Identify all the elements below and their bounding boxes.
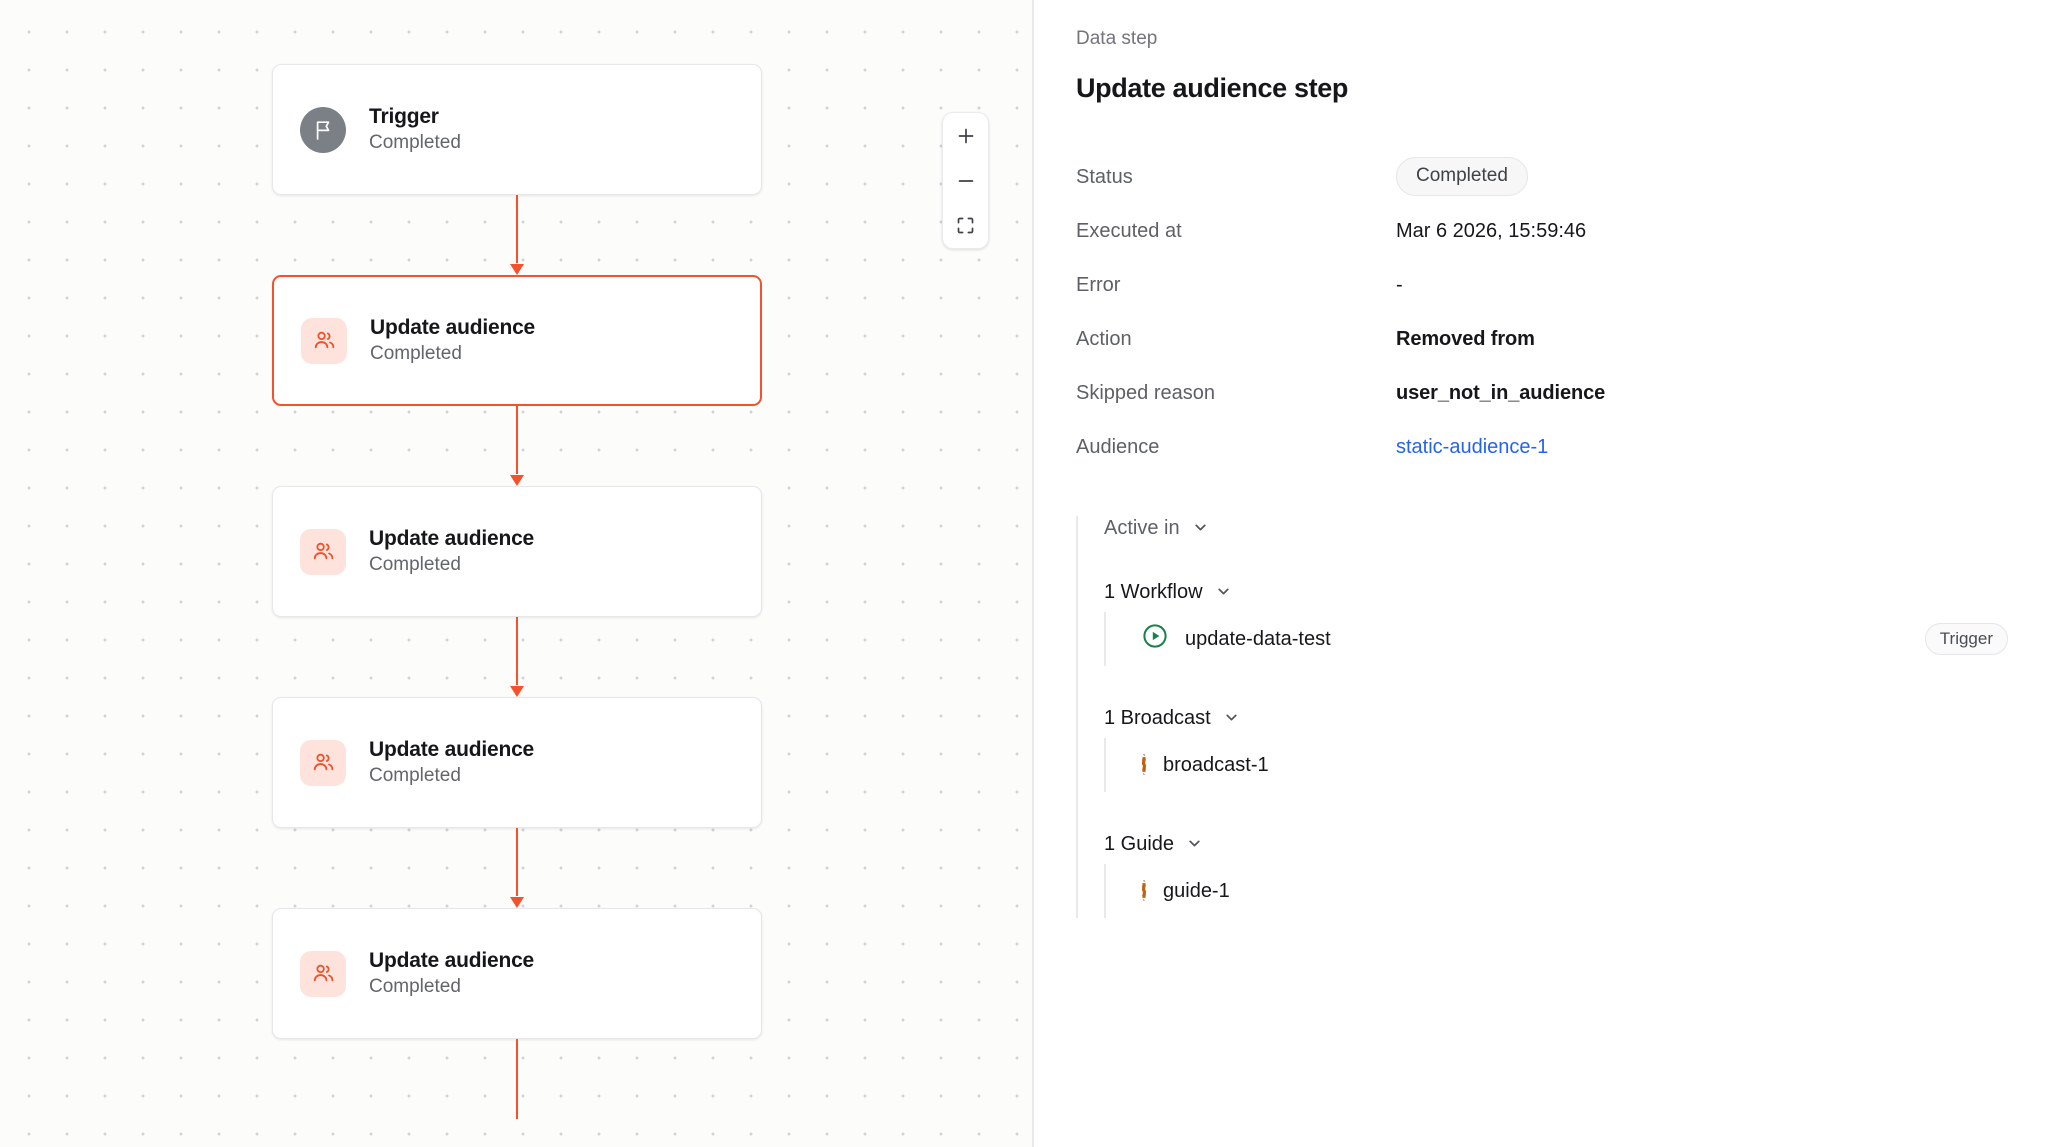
node-status: Completed xyxy=(369,976,461,998)
detail-field-row: Executed at Mar 6 2026, 15:59:46 xyxy=(1076,210,2008,252)
node-title: Update audience xyxy=(369,738,535,761)
field-value-link[interactable]: static-audience-1 xyxy=(1396,435,1549,458)
field-value: - xyxy=(1396,273,1403,296)
detail-field-row: Status Completed xyxy=(1076,156,2008,198)
connector-arrow-icon xyxy=(510,897,524,908)
flow-connector xyxy=(272,828,762,908)
group-title: 1 Workflow xyxy=(1104,580,1203,603)
connector-line xyxy=(516,406,518,474)
connector-line xyxy=(516,1039,518,1119)
users-icon xyxy=(300,950,346,997)
active-in-groups: 1 Workflow update-data-test Trigger 1 Broad… xyxy=(1104,580,2008,918)
field-label: Status xyxy=(1076,165,1133,188)
fit-view-button[interactable] xyxy=(943,203,988,248)
dashed-circle-icon xyxy=(1142,879,1146,901)
zoom-in-button[interactable] xyxy=(943,113,988,158)
list-item-label: broadcast-1 xyxy=(1163,753,1269,776)
status-badge: Completed xyxy=(1396,157,1528,197)
chevron-down-icon xyxy=(1186,835,1203,852)
node-icon xyxy=(300,106,346,153)
group-items: guide-1 xyxy=(1104,863,2008,918)
node-title: Update audience xyxy=(369,949,535,972)
flow-connector xyxy=(272,406,762,486)
flag-icon xyxy=(300,106,346,153)
flow-connector xyxy=(272,195,762,275)
connector-arrow-icon xyxy=(510,475,524,486)
panel-eyebrow: Data step xyxy=(1076,28,1158,49)
node-icon xyxy=(300,739,346,786)
field-value: user_not_in_audience xyxy=(1396,381,1606,404)
field-label: Audience xyxy=(1076,435,1160,458)
play-circle-icon xyxy=(1142,623,1168,654)
users-icon xyxy=(301,317,347,364)
active-in-header[interactable]: Active in xyxy=(1104,516,2008,540)
node-icon xyxy=(301,317,347,364)
connector-line xyxy=(516,195,518,263)
field-value: Mar 6 2026, 15:59:46 xyxy=(1396,219,1587,242)
flow-connector xyxy=(272,1039,762,1119)
detail-field-row: Audience static-audience-1 xyxy=(1076,426,2008,468)
dashed-circle-icon xyxy=(1142,753,1146,775)
field-label: Skipped reason xyxy=(1076,381,1215,404)
list-item-label: guide-1 xyxy=(1163,879,1230,902)
detail-field-row: Error - xyxy=(1076,264,2008,306)
node-title: Update audience xyxy=(370,316,536,339)
group-items: update-data-test Trigger xyxy=(1104,611,2008,666)
list-item[interactable]: broadcast-1 xyxy=(1130,738,2008,792)
active-in-section: Active in 1 Workflow update-data-test Trig… xyxy=(1076,515,2008,918)
chevron-down-icon xyxy=(1215,583,1232,600)
node-status: Completed xyxy=(370,343,462,365)
node-icon xyxy=(300,528,346,575)
list-item[interactable]: update-data-test Trigger xyxy=(1130,612,2008,666)
active-in-group: 1 Broadcast broadcast-1 xyxy=(1104,706,2008,792)
chevron-down-icon xyxy=(1192,519,1209,536)
field-label: Action xyxy=(1076,327,1132,350)
active-in-group: 1 Workflow update-data-test Trigger xyxy=(1104,580,2008,666)
node-status: Completed xyxy=(369,765,461,787)
zoom-out-button[interactable] xyxy=(943,158,988,203)
field-value: Removed from xyxy=(1396,327,1535,350)
connector-arrow-icon xyxy=(510,264,524,275)
item-badge: Trigger xyxy=(1924,622,2008,656)
connector-line xyxy=(516,617,518,685)
group-items: broadcast-1 xyxy=(1104,737,2008,792)
node-status: Completed xyxy=(369,554,461,576)
flow-connector xyxy=(272,617,762,697)
chevron-down-icon xyxy=(1223,709,1240,726)
field-label: Error xyxy=(1076,273,1121,296)
users-icon xyxy=(300,739,346,786)
list-item-label: update-data-test xyxy=(1185,627,1331,650)
step-detail-panel: Data step Update audience step Status Com… xyxy=(1034,0,2048,1147)
node-status: Completed xyxy=(369,132,461,154)
node-title: Trigger xyxy=(369,105,439,128)
group-toggle[interactable]: 1 Broadcast xyxy=(1104,706,2008,730)
users-icon xyxy=(300,528,346,575)
page-title: Update audience step xyxy=(1076,72,1349,103)
connector-arrow-icon xyxy=(510,686,524,697)
field-label: Executed at xyxy=(1076,219,1182,242)
list-item[interactable]: guide-1 xyxy=(1130,864,2008,918)
group-toggle[interactable]: 1 Guide xyxy=(1104,832,2008,856)
active-in-label: Active in xyxy=(1104,516,1180,539)
node-title: Update audience xyxy=(369,527,535,550)
group-toggle[interactable]: 1 Workflow xyxy=(1104,580,2008,604)
detail-field-row: Action Removed from xyxy=(1076,318,2008,360)
group-title: 1 Broadcast xyxy=(1104,706,1211,729)
node-icon xyxy=(300,950,346,997)
group-title: 1 Guide xyxy=(1104,832,1175,855)
detail-field-row: Skipped reason user_not_in_audience xyxy=(1076,372,2008,414)
zoom-controls[interactable] xyxy=(942,112,989,249)
connector-line xyxy=(516,828,518,896)
active-in-group: 1 Guide guide-1 xyxy=(1104,832,2008,918)
